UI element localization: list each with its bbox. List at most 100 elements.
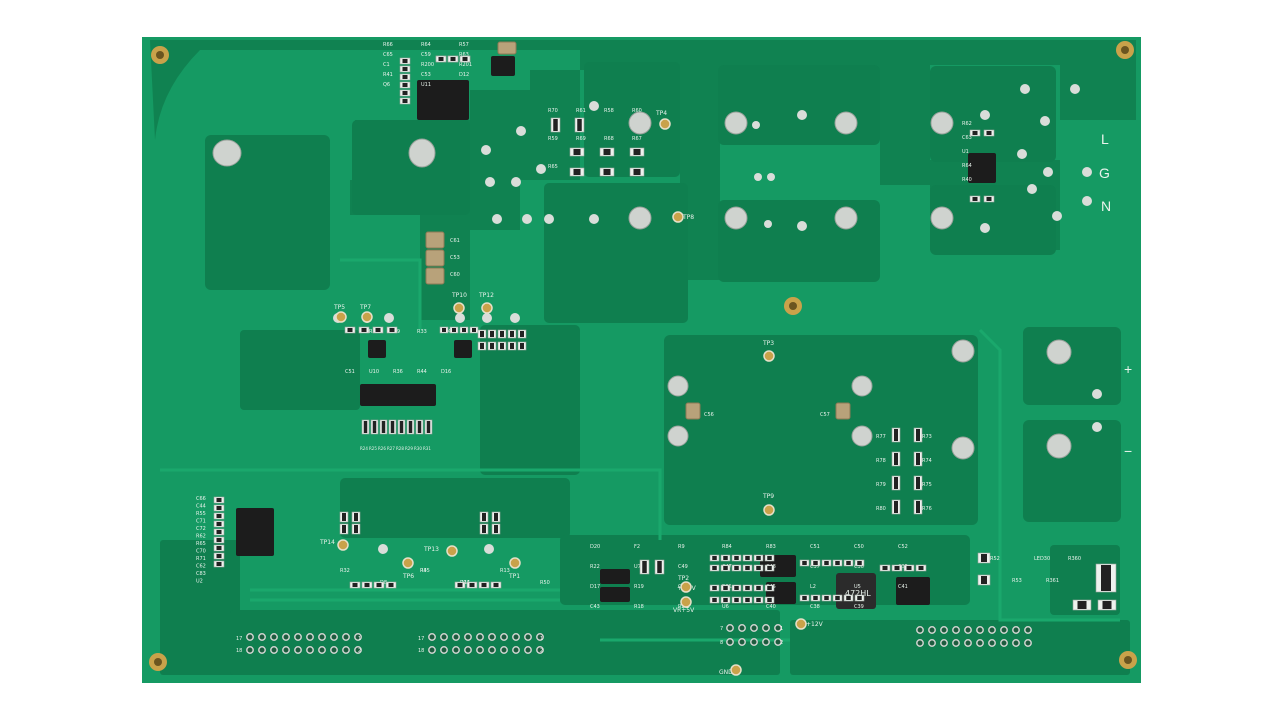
designator-label: R77 [876,434,886,440]
designator-label: C43 [590,604,600,610]
designator-label: R20 [678,604,688,610]
test-point [361,311,373,323]
designator-label: C63 [962,135,972,141]
designator-label: C51 [810,544,820,550]
tp-label: TP9 [762,493,774,500]
designator-label: C36 [854,564,864,570]
designator-label: C38 [810,604,820,610]
tp-label: TP2 [677,575,689,582]
designator-label: R61 [576,108,586,114]
designator-label: R69 [576,136,586,142]
designator-label: R19 [634,584,644,590]
designator-label: R75 [922,482,932,488]
designator-label: U1 [962,149,969,155]
designator-label: D16 [441,369,451,375]
designator-label: D20 [590,544,600,550]
designator-label: 17 [418,636,424,642]
designator-label: 18 [418,648,424,654]
label-minus: − [1124,443,1132,459]
designator-label: U11 [421,82,431,88]
designator-label: R60 [632,108,642,114]
designator-label: R201 [459,62,472,68]
test-point [763,350,775,362]
designator-label: C66 [196,496,206,502]
designator-label: R83 [766,544,776,550]
test-point [402,557,414,569]
designator-label: C37 [810,564,820,570]
designator-label: R18 [634,604,644,610]
designator-label: R30 [414,446,422,451]
designator-label: C56 [704,412,714,418]
designator-label: C72 [196,526,206,532]
designator-label: R36 [393,369,403,375]
designator-label: 2 [780,640,783,646]
designator-label: C35 [898,564,908,570]
designator-label: R84 [722,544,732,550]
designator-label: C71 [196,519,206,525]
designator-label: R65 [548,164,558,170]
designator-label: 2 [358,648,361,654]
tp-label: TP6 [402,573,414,580]
tp-label: TP1 [508,573,520,580]
designator-label: R62 [196,534,206,540]
designator-label: R57 [459,42,469,48]
tp-label: TP3 [762,340,774,347]
tp-label: TP7 [359,304,371,311]
designator-label: R40 [962,177,972,183]
designator-label: R64 [421,42,431,48]
designator-label: 7 [720,626,723,632]
through-hole-pads [212,111,1072,460]
designator-label: LED30 [1034,556,1050,562]
rail-gnd: GND [719,669,733,676]
designator-label: C1 [383,62,390,68]
designator-label: 1 [540,636,543,642]
designator-label: C40 [766,604,776,610]
designator-label: C70 [196,549,206,555]
designator-label: R44 [417,369,427,375]
designator-label: C59 [421,52,431,58]
designator-label: U5 [854,584,861,590]
designator-label: C60 [450,272,460,278]
designator-label: C44 [196,504,206,510]
designator-label: 1 [358,636,361,642]
test-point [335,311,347,323]
designator-label: 18 [236,648,242,654]
designator-label: R55 [196,511,206,517]
designator-label: R73 [922,434,932,440]
traces [160,258,1120,642]
designator-label: R24 [360,446,368,451]
designator-label: C52 [898,544,908,550]
designator-label: C51 [345,369,355,375]
designator-label: R35 [420,568,430,574]
designator-label: C65 [383,52,393,58]
tp-label: TP13 [423,546,439,553]
designator-label: C49 [678,564,688,570]
designator-label: F2 [634,544,640,550]
tp-label: TP14 [319,539,335,546]
designator-label: R53 [1012,578,1022,584]
designator-label: R13 [500,568,510,574]
designator-label: R79 [876,482,886,488]
tp-label: TP4 [655,110,667,117]
label-ground: G [1099,165,1110,181]
designator-label: R26 [378,446,386,451]
test-point [659,118,671,130]
designator-label: R360 [1068,556,1081,562]
tp-label: TP10 [451,292,467,299]
tp-label: TP8 [682,214,694,221]
designator-label: 1 [780,626,783,632]
designator-label: R68 [604,136,614,142]
designator-label: R70 [548,108,558,114]
label-line: L [1101,131,1109,147]
smd-capacitors [425,41,851,420]
designator-label: R80 [876,506,886,512]
tp-label: TP12 [478,292,494,299]
designator-label: R29 [405,446,413,451]
designator-label: R76 [922,506,932,512]
designator-label: R78 [876,458,886,464]
designator-label: R66 [383,42,393,48]
label-plus: + [1124,361,1132,377]
designator-label: R67 [632,136,642,142]
designator-label: 8 [720,640,723,646]
